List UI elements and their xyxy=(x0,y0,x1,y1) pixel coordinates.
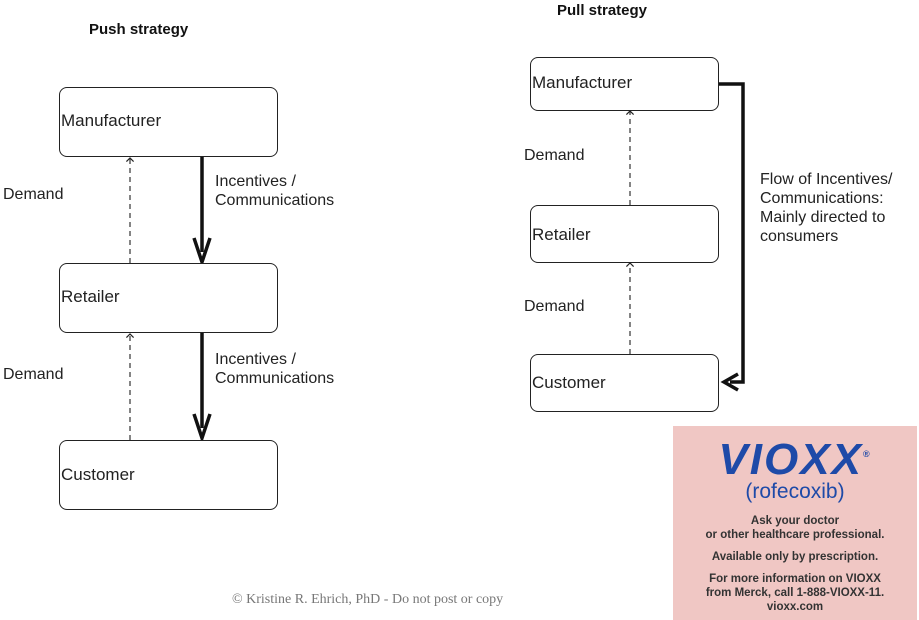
vioxx-ad-image: VIOXX® (rofecoxib) Ask your doctor or ot… xyxy=(673,426,917,620)
vioxx-line-2: or other healthcare professional. xyxy=(705,529,885,541)
pull-manufacturer-box: Manufacturer xyxy=(530,57,719,111)
vioxx-brand-text: VIOXX xyxy=(718,435,863,484)
vioxx-line-1: Ask your doctor xyxy=(750,515,840,527)
vioxx-line-6: vioxx.com xyxy=(766,601,824,613)
push-strategy-title: Push strategy xyxy=(89,21,189,38)
pull-strategy-title: Pull strategy xyxy=(557,2,648,19)
copyright-notice: © Kristine R. Ehrich, PhD - Do not post … xyxy=(232,592,504,607)
push-retailer-label: Retailer xyxy=(61,287,120,306)
push-flow-arrowhead-bottom xyxy=(192,413,212,444)
vioxx-reg-mark: ® xyxy=(862,449,872,459)
push-flow-label-top: Incentives / Communications xyxy=(215,173,335,209)
pull-customer-label: Customer xyxy=(532,373,606,392)
push-customer-label: Customer xyxy=(61,465,135,484)
push-customer-box: Customer xyxy=(59,440,278,510)
pull-flow-label: Flow of Incentives/ Communications: Main… xyxy=(760,171,893,245)
push-demand-label-top: Demand xyxy=(3,186,64,203)
vioxx-logo: VIOXX® xyxy=(673,438,917,482)
vioxx-line-5: from Merck, call 1-888-VIOXX-11. xyxy=(705,587,885,599)
pull-retailer-label: Retailer xyxy=(532,225,591,244)
vioxx-generic-name: (rofecoxib) xyxy=(745,480,845,503)
pull-demand-label-top: Demand xyxy=(524,147,585,164)
pull-flow-arrow xyxy=(719,82,745,384)
pull-retailer-box: Retailer xyxy=(530,205,719,263)
push-manufacturer-box: Manufacturer xyxy=(59,87,278,157)
pull-manufacturer-label: Manufacturer xyxy=(532,73,633,92)
push-manufacturer-label: Manufacturer xyxy=(61,111,162,130)
push-flow-arrowhead-top xyxy=(192,237,212,268)
pull-demand-label-bottom: Demand xyxy=(524,298,585,315)
pull-flow-arrowhead xyxy=(720,372,739,392)
vioxx-line-4: For more information on VIOXX xyxy=(709,573,881,585)
push-retailer-box: Retailer xyxy=(59,263,278,333)
push-flow-label-bottom: Incentives / Communications xyxy=(215,351,335,387)
push-demand-label-bottom: Demand xyxy=(3,366,64,383)
pull-customer-box: Customer xyxy=(530,354,719,412)
vioxx-line-3: Available only by prescription. xyxy=(711,551,879,563)
